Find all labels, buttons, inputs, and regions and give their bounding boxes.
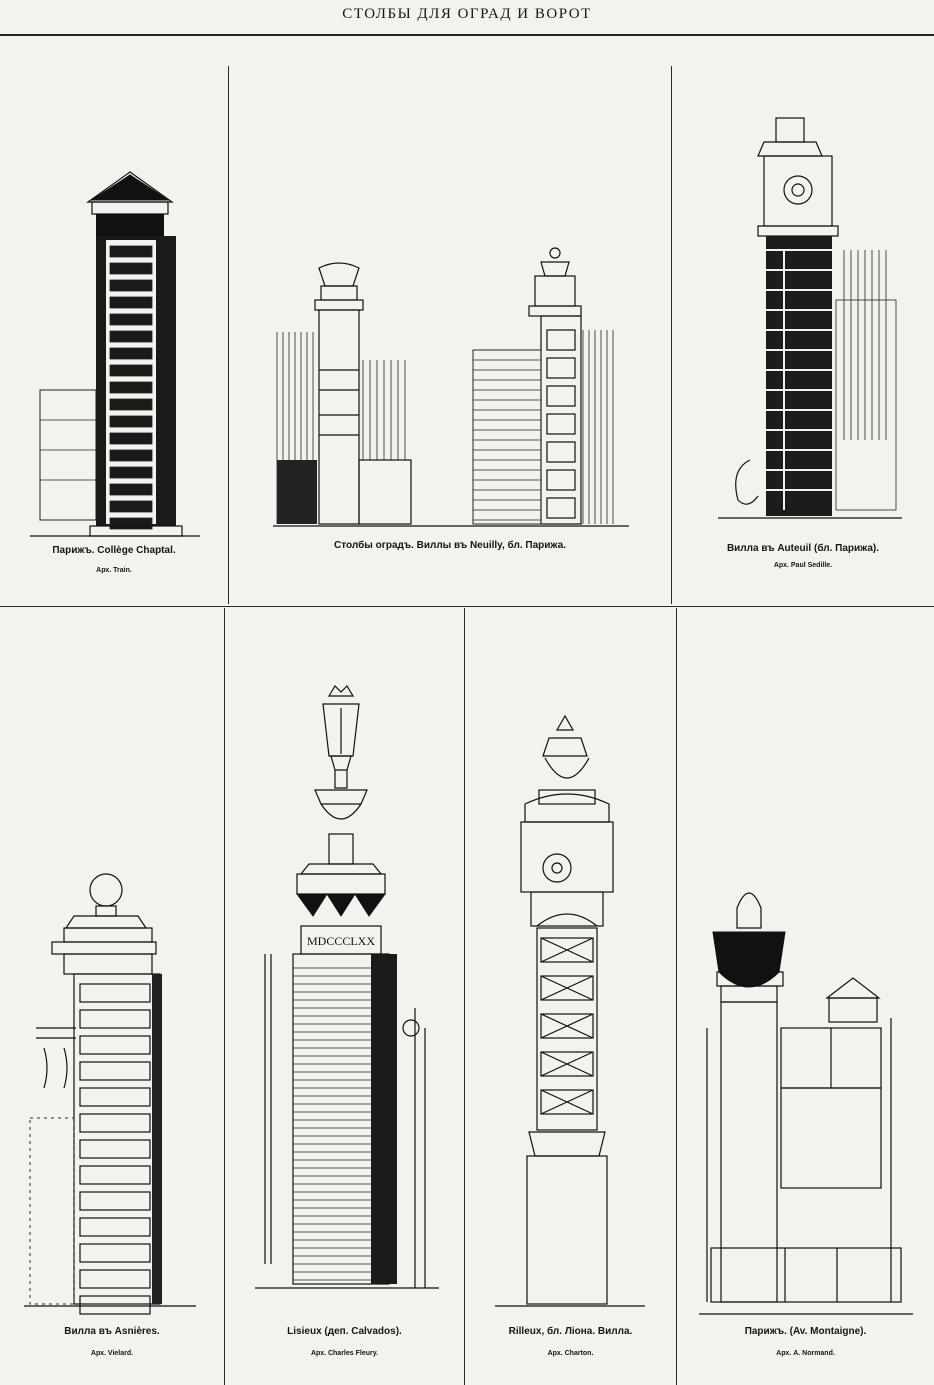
divider-middle [0,606,934,607]
caption-lisieux: Lisieux (деп. Calvados). [287,1326,402,1337]
divider-bottom-3 [676,608,677,1385]
pillar-inscription: MDCCCLXX [307,934,375,948]
divider-top-1 [228,66,229,604]
caption-auteuil: Вилла въ Auteuil (бл. Парижа). [726,543,880,554]
panel-auteuil: Вилла въ Auteuil (бл. Парижа). Арх. Paul… [672,40,934,606]
caption-rilleux: Rilleux, бл. Ліона. Вилла. [508,1326,633,1337]
pillar-illustration-av-montaigne [699,892,913,1315]
credit-auteuil: Арх. Paul Sedille. [773,562,833,569]
caption-neuilly: Столбы оградъ. Виллы въ Neuilly, бл. Пар… [334,540,566,551]
pillar-illustration-neuilly [273,247,629,527]
panel-neuilly: Столбы оградъ. Виллы въ Neuilly, бл. Пар… [229,40,671,606]
caption-college-chaptal: Парижъ. Collège Chaptal. [52,545,176,556]
panel-asnieres: Вилла въ Asnières. Арх. Vielard. [0,608,224,1385]
page-title: СТОЛБЫ ДЛЯ ОГРАД И ВОРОТ [342,6,592,22]
pillar-illustration-asnieres [24,873,196,1315]
pillar-illustration-lisieux: MDCCCLXX [255,685,439,1289]
credit-asnieres: Арх. Vielard. [90,1350,134,1357]
panel-rilleux: Rilleux, бл. Ліона. Вилла. Арх. Charton. [465,608,676,1385]
panel-college-chaptal: Парижъ. Collège Chaptal. Арх. Train. [0,40,228,606]
pillar-illustration-rilleux [495,714,645,1307]
divider-bottom-1 [224,608,225,1385]
credit-rilleux: Арх. Charton. [547,1350,594,1357]
credit-av-montaigne: Арх. A. Normand. [776,1350,835,1357]
panel-lisieux: MDCCCLXX Lisieux (деп. Calvados). Арх. C… [225,608,464,1385]
pillar-illustration-college-chaptal [30,171,200,537]
page-header: СТОЛБЫ ДЛЯ ОГРАД И ВОРОТ [0,0,934,36]
divider-bottom-2 [464,608,465,1385]
divider-top-2 [671,66,672,604]
caption-av-montaigne: Парижъ. (Av. Montaigne). [744,1326,867,1337]
panel-av-montaigne: Парижъ. (Av. Montaigne). Арх. A. Normand… [677,608,934,1385]
credit-college-chaptal: Арх. Train. [96,567,132,574]
credit-lisieux: Арх. Charles Fleury. [310,1350,379,1357]
caption-asnieres: Вилла въ Asnières. [64,1326,160,1337]
pillar-illustration-auteuil [718,117,902,519]
